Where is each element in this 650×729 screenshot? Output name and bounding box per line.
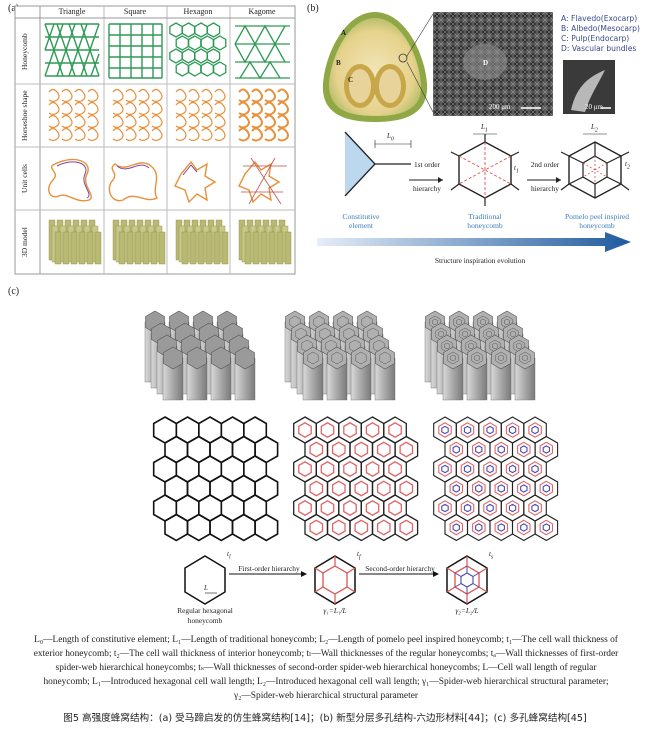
hierarchy-1st-b: hierarchy	[413, 184, 441, 193]
sym-tl: tl	[227, 550, 231, 561]
panel-a-figure	[14, 5, 296, 275]
col-triangle: Triangle	[58, 7, 86, 16]
gamma-1: γ₁=L₁/L	[323, 606, 347, 615]
legend-a: A: Flavedo(Exocarp)	[561, 14, 638, 23]
pomelo-label: Pomelo peel inspired honeycomb	[564, 212, 630, 230]
legend-d: D: Vascular bundles	[561, 44, 637, 53]
caption-line-3: spider-web hierarchical honeycombs; tₛ—W…	[55, 663, 597, 673]
letter-a: A	[341, 29, 347, 37]
letter-b: B	[336, 59, 341, 67]
pomelo-photo	[322, 12, 428, 122]
hierarchy-2nd: 2nd order	[530, 160, 560, 169]
panel-b-figure	[317, 12, 631, 252]
second-order-label: Second-order hierarchy	[365, 564, 435, 573]
sym-t1: t1	[514, 164, 519, 175]
panel-a-label: (a)	[8, 3, 20, 14]
unit-cells	[48, 157, 287, 205]
legend-c: C: Pulp(Endocarp)	[561, 34, 630, 43]
row-unit-cells: Unit cells	[20, 164, 29, 194]
panel-c-label: (c)	[8, 286, 20, 297]
second-order-honeycomb-2d	[433, 416, 559, 542]
constitutive-label: Constitutive element	[342, 212, 380, 230]
col-square: Square	[123, 7, 147, 16]
sym-l1: L1	[481, 123, 488, 134]
sym-tf: tf	[357, 550, 361, 561]
pomelo-honeycomb	[560, 133, 630, 199]
evolution-arrow	[317, 232, 631, 252]
sym-l2: L2	[591, 123, 598, 134]
row-3d-model: 3D model	[20, 227, 29, 257]
letter-d: D	[483, 59, 489, 67]
honeycomb-3d-blocks	[144, 310, 536, 401]
letter-c: C	[348, 76, 354, 84]
scale-bar-2: 20 μm	[585, 103, 603, 111]
legend-b: B: Albedo(Mesocarp)	[561, 24, 640, 33]
3d-models	[48, 219, 292, 265]
traditional-honeycomb	[450, 133, 520, 206]
caption-line-5: γ₂—Spider-web hierarchical structural pa…	[234, 691, 418, 701]
constitutive-element	[344, 131, 412, 197]
caption-line-2: exterior honeycomb; t₂—The cell wall thi…	[33, 649, 619, 659]
hexagon-lattice	[169, 22, 227, 77]
sym-l: L	[204, 584, 208, 592]
gamma-2: γ₂=L₂/L	[455, 606, 479, 615]
horseshoe-patterns	[48, 88, 289, 142]
regular-label-2: honeycomb	[187, 616, 223, 625]
triangle-lattice	[44, 23, 100, 77]
first-order-honeycomb-2d	[293, 416, 419, 542]
caption-line-4: honeycomb; L₁—Introduced hexagonal cell …	[43, 677, 609, 687]
kagome-lattice	[234, 24, 290, 80]
col-hexagon: Hexagon	[183, 7, 213, 16]
traditional-label: Traditional honeycomb	[467, 212, 503, 230]
evolution-label: Structure inspiration evolution	[434, 256, 526, 265]
panel-b-label: (b)	[307, 3, 319, 14]
sym-ts: ts	[489, 550, 494, 561]
panel-b: (b)	[305, 3, 645, 276]
sym-l0: L0	[387, 132, 394, 143]
scale-bar-1: 200 μm	[489, 103, 511, 111]
first-order-label: First-order hierarchy	[238, 564, 300, 573]
panel-a: (a)	[5, 3, 305, 276]
panel-c-figure	[144, 310, 559, 605]
hierarchy-2nd-b: hierarchy	[531, 184, 559, 193]
caption-line-1: L₀—Length of constitutive element; L₁—Le…	[34, 635, 618, 645]
square-lattice	[108, 23, 163, 79]
row-honeycomb: Honeycomb	[20, 33, 29, 71]
schematic-second-order	[446, 555, 488, 605]
schematic-first-order	[314, 555, 356, 605]
panel-b-legend: A: Flavedo(Exocarp) B: Albedo(Mesocarp) …	[561, 14, 640, 54]
figure-title: 图5 高强度蜂窝结构：(a) 受马蹄启发的仿生蜂窝结构[14]；(b) 新型分层…	[63, 713, 587, 724]
row-horseshoe: Horseshoe shape	[20, 90, 29, 142]
regular-label: Regular hexagonal	[177, 606, 233, 615]
sym-t2: t2	[625, 160, 630, 171]
regular-honeycomb-2d	[152, 416, 279, 542]
col-kagome: Kagome	[248, 7, 276, 16]
schematic-regular	[184, 555, 226, 605]
figure-caption: L₀—Length of constitutive element; L₁—Le…	[8, 633, 644, 703]
hierarchy-1st: 1st order	[413, 160, 441, 169]
panel-c: (c)	[5, 286, 645, 618]
